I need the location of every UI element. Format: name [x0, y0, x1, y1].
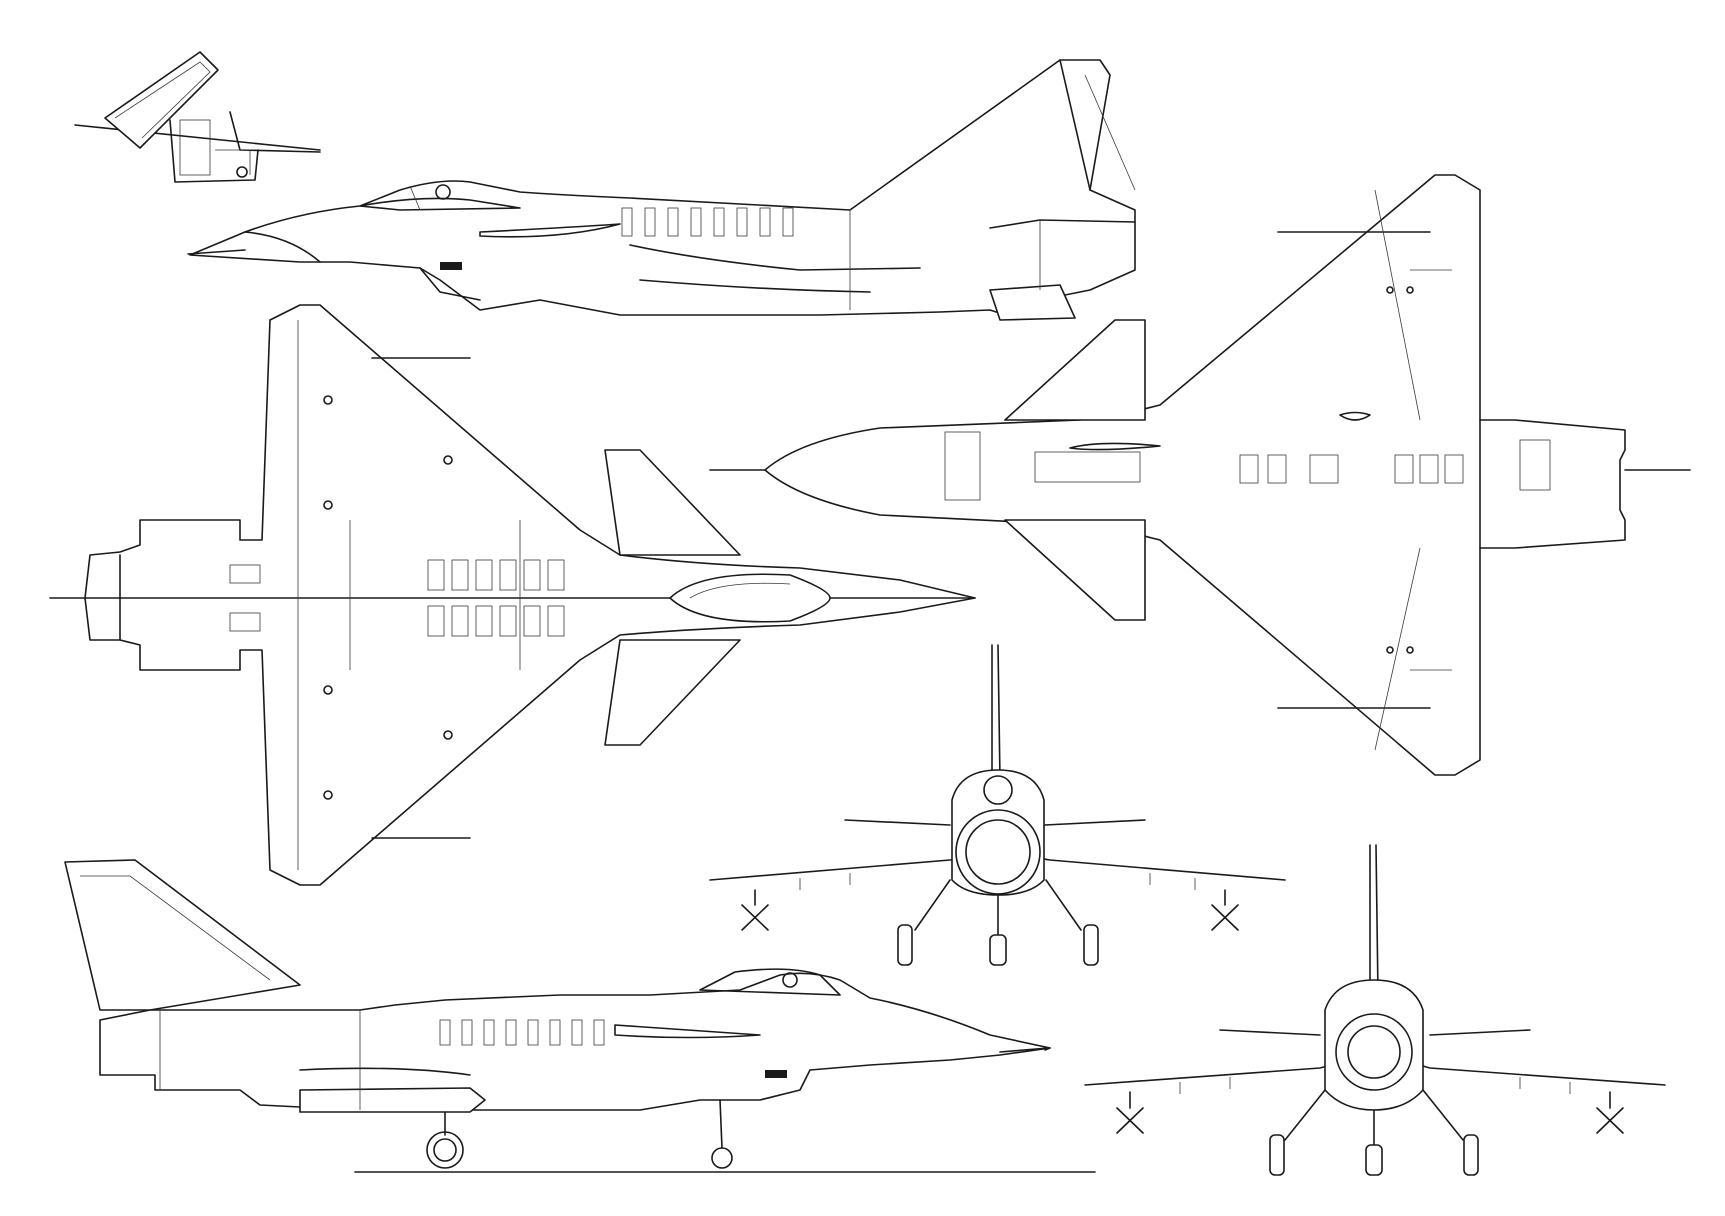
intake-front-outer	[955, 809, 1041, 895]
canard-left-top	[604, 449, 741, 556]
main-wheel-right-rear	[1463, 1134, 1479, 1176]
side-view-lower	[64, 859, 1096, 1173]
intake-front-inner	[965, 819, 1031, 885]
canard-rear-right	[1429, 1029, 1531, 1036]
main-gear-leg-right-front	[1045, 879, 1082, 931]
radome-line	[244, 231, 321, 263]
centerline-pylon	[1034, 451, 1141, 483]
fuselage-outline-lower	[99, 972, 1051, 1111]
fuselage-outline-upper	[189, 59, 1136, 319]
nose-wheel-rear	[1365, 1144, 1383, 1176]
main-gear-leg-right-rear	[1422, 1089, 1464, 1141]
wing-rear-right	[1414, 1059, 1666, 1086]
strake-lower	[614, 1024, 761, 1039]
nozzle-rear-inner	[1347, 1025, 1401, 1079]
strake-upper	[479, 223, 621, 238]
wing-front-left	[709, 849, 976, 881]
canopy-side-lower	[699, 968, 841, 996]
ventral-tank-line	[639, 279, 871, 293]
canard-right-top	[604, 639, 741, 746]
main-wheel-right-front	[1083, 924, 1099, 966]
front-view	[709, 644, 1286, 966]
fuselage-front	[951, 769, 1045, 896]
pylon-store-right-front	[1211, 889, 1239, 931]
pitot-probe-upper	[187, 249, 246, 255]
pylon-store-left-rear	[1116, 1091, 1144, 1134]
main-wheel-left-rear	[1269, 1134, 1285, 1176]
pilot-head-upper	[435, 184, 451, 200]
canard-left-bottom	[1004, 319, 1146, 421]
canopy-side-upper	[359, 197, 521, 211]
intake-lip-upper	[419, 267, 481, 301]
airframe-outline-top	[84, 304, 976, 886]
canard-front-right	[1044, 819, 1146, 826]
underwing-missile-lower	[299, 1087, 486, 1113]
intake-grille-upper	[440, 262, 462, 270]
nose-wheel-front	[989, 934, 1007, 966]
fin-leading-edge-upper	[1059, 59, 1091, 191]
ventral-fin-upper	[989, 284, 1076, 321]
fuselage-rear	[1324, 979, 1424, 1111]
wing-root-lower	[299, 1067, 471, 1076]
instrument-knob	[236, 166, 248, 178]
canopy-detail-view	[74, 51, 321, 183]
canopy-detail-baseline	[74, 124, 321, 151]
top-view	[49, 304, 976, 886]
nose-gear-bay	[944, 431, 981, 501]
nose-gear-strut-lower	[719, 1099, 723, 1149]
main-gear-leg-left-rear	[1284, 1089, 1326, 1141]
wing-root-line	[629, 244, 921, 271]
cockpit-tub	[169, 119, 259, 183]
ejection-seat	[179, 119, 211, 176]
canard-right-bottom	[1004, 519, 1146, 621]
pylon-store-left-front	[741, 889, 769, 931]
bottom-view	[709, 174, 1691, 776]
canopy-front	[983, 775, 1013, 805]
canopy-top	[669, 573, 831, 623]
canard-front-left	[844, 819, 951, 826]
main-gear-leg-left-front	[914, 879, 951, 931]
intake-grille-lower	[765, 1070, 787, 1078]
tail-fin-lower	[64, 859, 301, 1011]
rear-view	[1084, 844, 1666, 1176]
side-view-upper	[187, 59, 1136, 321]
wing-rear-left	[1084, 1059, 1336, 1086]
centerline-store	[1069, 442, 1161, 451]
main-wheel-lower	[426, 1131, 464, 1169]
main-wheel-left-front	[897, 924, 913, 966]
wing-front-right	[1024, 849, 1286, 881]
pilot-head-lower	[782, 972, 798, 988]
nozzle-rear-outer	[1335, 1013, 1413, 1091]
pylon-store-right-rear	[1596, 1091, 1624, 1134]
pitot-probe-lower	[1044, 1047, 1051, 1051]
airframe-outline-bottom	[764, 174, 1626, 776]
belly-fairing	[1339, 411, 1371, 421]
canopy-glass-open	[104, 51, 219, 149]
nose-wheel-lower	[711, 1147, 733, 1169]
canard-rear-left	[1219, 1029, 1321, 1036]
